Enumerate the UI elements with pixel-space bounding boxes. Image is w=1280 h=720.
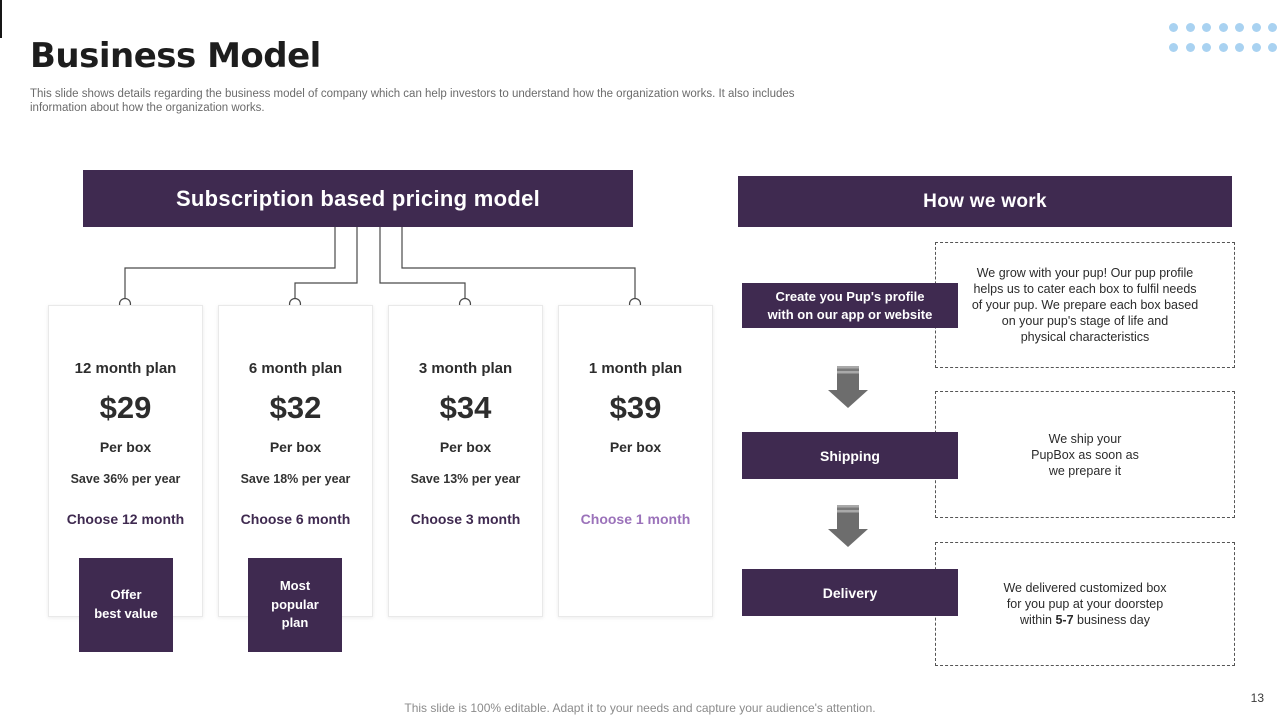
connector-lines (118, 227, 642, 311)
dot-icon (1251, 43, 1261, 52)
shipping-step-description: We ship your PupBox as soon as we prepar… (935, 391, 1235, 518)
description-text: We grow with your pup! Our pup profile h… (971, 266, 1199, 344)
dots-row (1169, 23, 1277, 32)
dot-icon (1235, 23, 1244, 32)
plan-name: 3 month plan (418, 360, 513, 377)
most-popular-plan-badge: Most popular plan (248, 558, 342, 652)
create-profile-step: Create you Pup's profile with on our app… (742, 283, 958, 328)
plan-per-box: Per box (269, 439, 322, 455)
slide-footer-note: This slide is 100% editable. Adapt it to… (404, 701, 876, 715)
plan-per-box: Per box (99, 439, 152, 455)
dot-icon (1218, 23, 1228, 32)
plan-price: $39 (609, 390, 662, 425)
dot-icon (1235, 43, 1244, 52)
choose-3-month-link[interactable]: Choose 3 month (410, 511, 521, 527)
dot-icon (1169, 23, 1178, 32)
plan-price: $34 (439, 390, 492, 425)
dot-icon (1268, 23, 1277, 32)
dot-icon (1169, 43, 1178, 52)
plan-card-6-month: 6 month plan $32 Per box Save 18% per ye… (218, 305, 373, 617)
dot-icon (1251, 23, 1261, 32)
dot-icon (1185, 23, 1195, 32)
plan-card-3-month: 3 month plan $34 Per box Save 13% per ye… (388, 305, 543, 617)
dot-icon (1202, 43, 1211, 52)
dot-icon (1218, 43, 1228, 52)
choose-12-month-link[interactable]: Choose 12 month (66, 511, 185, 527)
plan-name: 12 month plan (74, 360, 177, 377)
shipping-step: Shipping (742, 432, 958, 479)
plan-name: 6 month plan (248, 360, 343, 377)
description-prefix: We delivered customized box for you pup … (1003, 581, 1167, 627)
pricing-section-header: Subscription based pricing model (83, 170, 633, 227)
plan-save-note: Save 36% per year (70, 472, 181, 486)
plan-price: $29 (99, 390, 152, 425)
down-arrow-icon (828, 505, 868, 547)
slide-edge-mark (0, 0, 2, 38)
plan-name: 1 month plan (588, 360, 683, 377)
delivery-step: Delivery (742, 569, 958, 616)
plan-price: $32 (269, 390, 322, 425)
page-number: 13 (1250, 691, 1264, 705)
offer-best-value-badge: Offer best value (79, 558, 173, 652)
profile-step-description: We grow with your pup! Our pup profile h… (935, 242, 1235, 368)
description-bold: 5-7 (1055, 613, 1074, 627)
dots-row (1169, 43, 1277, 52)
choose-6-month-link[interactable]: Choose 6 month (240, 511, 351, 527)
description-text: We delivered customized box for you pup … (1003, 580, 1166, 628)
plan-save-note: Save 18% per year (240, 472, 351, 486)
how-we-work-header: How we work (738, 176, 1232, 227)
page-title: Business Model (30, 36, 321, 76)
down-arrow-icon (828, 366, 868, 408)
dot-icon (1202, 23, 1211, 32)
choose-1-month-link[interactable]: Choose 1 month (580, 511, 691, 527)
dot-icon (1268, 43, 1277, 52)
dot-icon (1185, 43, 1195, 52)
plan-save-note: Save 13% per year (410, 472, 521, 486)
delivery-step-description: We delivered customized box for you pup … (935, 542, 1235, 666)
plan-card-1-month: 1 month plan $39 Per box Choose 1 month (558, 305, 713, 617)
plan-per-box: Per box (609, 439, 662, 455)
slide-subtitle: This slide shows details regarding the b… (30, 88, 795, 114)
dots-decoration (1169, 23, 1277, 52)
description-text: We ship your PupBox as soon as we prepar… (1031, 431, 1139, 478)
description-suffix: business day (1073, 613, 1150, 627)
plan-per-box: Per box (439, 439, 492, 455)
